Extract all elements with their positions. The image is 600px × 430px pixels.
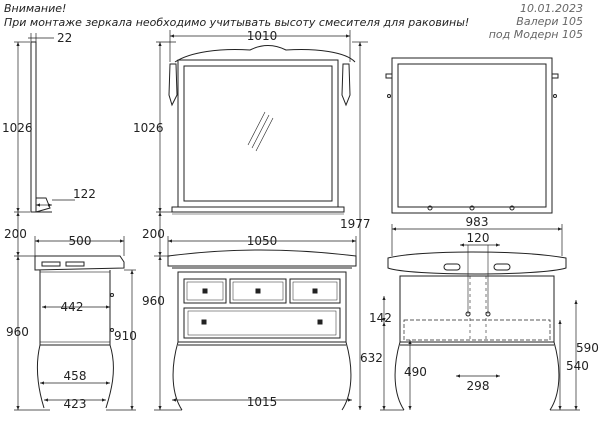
dim-foot-depth-423: 423: [64, 397, 87, 411]
mirror-back-view: [385, 57, 559, 214]
dim-leg-depth-458: 458: [64, 369, 87, 383]
drawing-date: 10.01.2023: [520, 2, 583, 15]
dim-gap-center: 200: [142, 227, 165, 241]
dim-shelf-depth: 122: [73, 187, 96, 201]
dim-height-632: 632: [360, 351, 383, 365]
dim-drain-spacing: 120: [467, 231, 490, 245]
dim-cabinet-depth: 500: [69, 234, 92, 248]
dim-height-540: 540: [566, 359, 589, 373]
warning-text: При монтаже зеркала необходимо учитывать…: [4, 16, 469, 29]
cabinet-front-view: [154, 212, 357, 411]
dim-mirror-depth: 22: [57, 31, 72, 45]
dim-top-width: 1050: [247, 234, 278, 248]
dim-cabinet-height-front: 960: [142, 294, 165, 308]
dim-inlet-142: 142: [369, 311, 392, 325]
dim-height-490: 490: [404, 365, 427, 379]
dim-height-590: 590: [576, 341, 599, 355]
dim-span-298: 298: [467, 379, 490, 393]
mirror-side-view: [14, 33, 75, 213]
dim-inner-depth: 442: [61, 300, 84, 314]
dim-base-width: 1015: [247, 395, 278, 409]
dim-gap-left: 200: [4, 227, 27, 241]
dim-total-height: 1977: [340, 217, 371, 231]
dim-mirror-height-side: 1026: [2, 121, 33, 135]
dim-back-width: 983: [466, 215, 489, 229]
warning-title: Внимание!: [4, 2, 66, 15]
cabinet-back-view: [380, 224, 580, 411]
dim-cabinet-height-side: 960: [6, 325, 29, 339]
model-line-2: под Модерн 105: [489, 28, 583, 41]
mirror-front-view: [156, 30, 368, 410]
model-line-1: Валери 105: [516, 15, 583, 28]
cabinet-side-view: [14, 212, 136, 411]
dim-mirror-width: 1010: [247, 29, 278, 43]
dim-side-height-910: 910: [114, 329, 137, 343]
dim-mirror-height-front: 1026: [133, 121, 164, 135]
